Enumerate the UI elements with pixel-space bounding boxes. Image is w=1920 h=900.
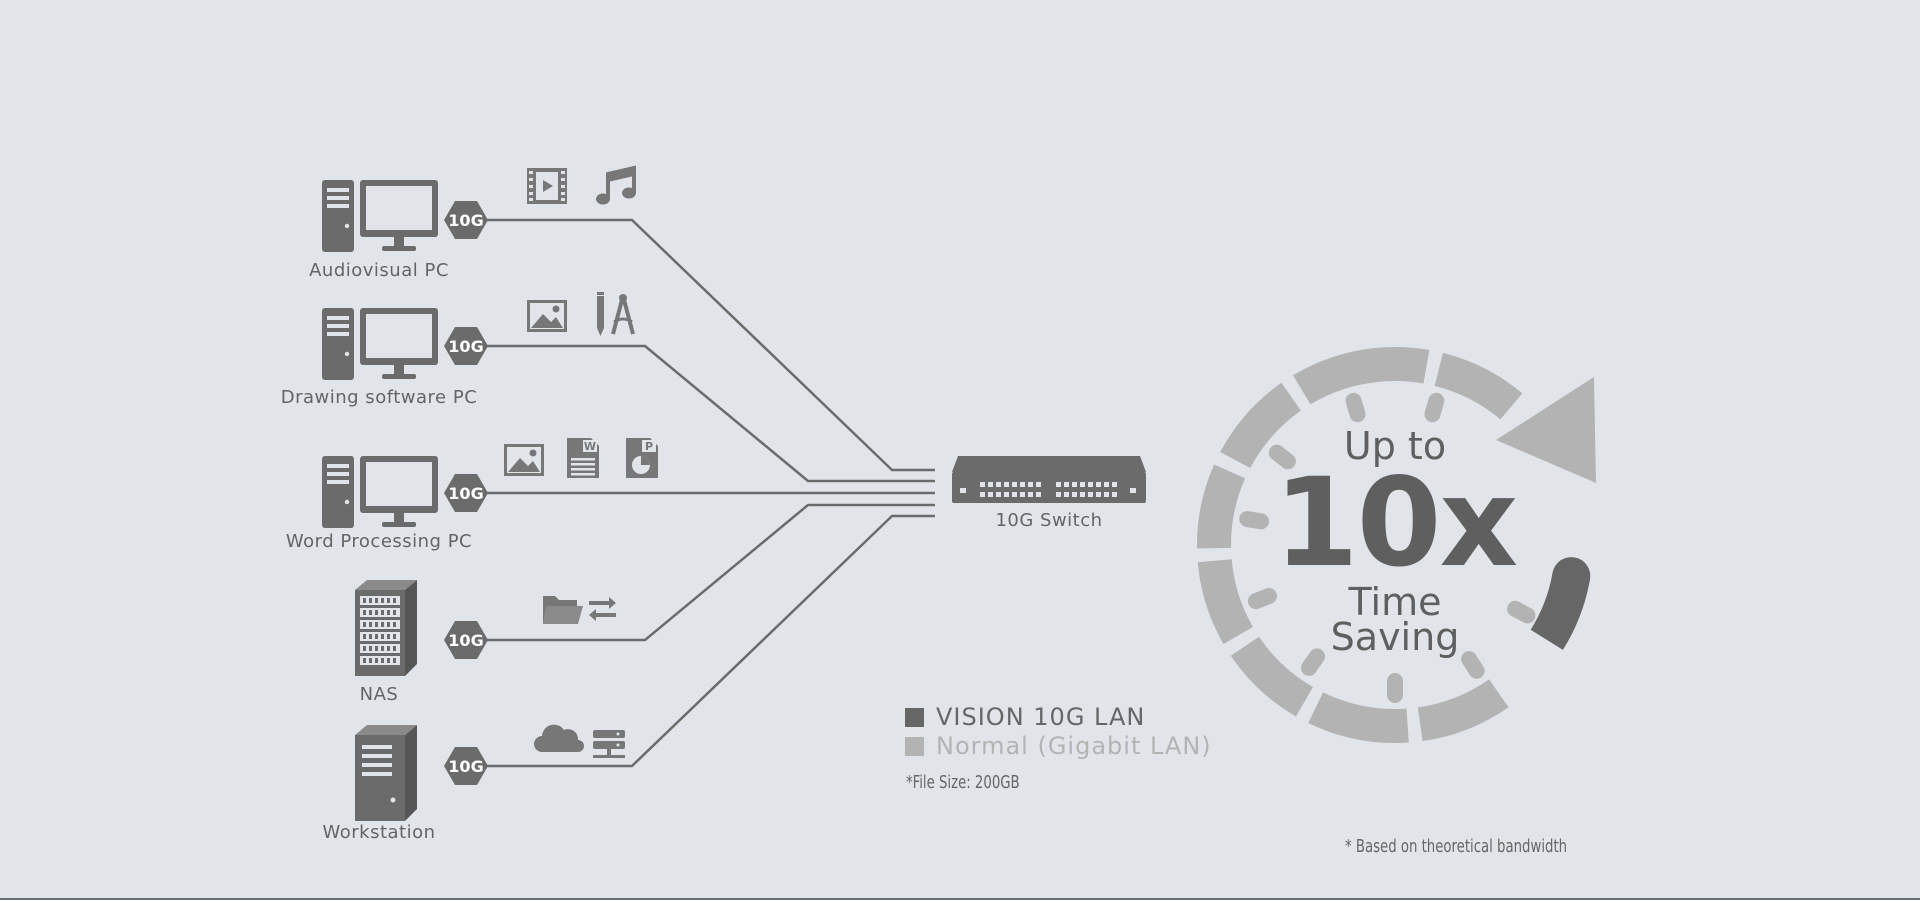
nas-server-icon	[355, 580, 417, 676]
gauge-tick	[1239, 510, 1270, 530]
gauge-tick	[1424, 392, 1445, 423]
word-processing-pc-icon	[322, 456, 438, 528]
gauge-tick	[1461, 651, 1485, 679]
legend-label: Normal (Gigabit LAN)	[936, 732, 1212, 760]
film-icon	[527, 168, 567, 204]
image-icon	[504, 444, 544, 476]
legend-label: VISION 10G LAN	[936, 703, 1146, 731]
badge-nas: 10G	[444, 621, 488, 659]
badge-drawing: 10G	[444, 327, 488, 365]
gauge-segment-light	[1308, 692, 1409, 743]
audiovisual-pc-icon	[322, 180, 438, 252]
badge-workstation: 10G	[444, 747, 488, 785]
gauge-segment-light	[1417, 679, 1509, 742]
device-label-nas: NAS	[359, 684, 399, 705]
workstation-tower-icon	[355, 725, 417, 821]
gauge-segment-light	[1293, 348, 1378, 405]
gauge-segment-light	[1197, 464, 1246, 549]
drawing-tools-icon	[595, 290, 635, 338]
device-label-workstation: Workstation	[322, 822, 436, 843]
badge-word: 10G	[444, 474, 488, 512]
gauge-segment-light	[1197, 559, 1253, 644]
word-document-icon	[567, 438, 599, 478]
cloud-icon	[534, 724, 584, 752]
badge-label: 10G	[448, 211, 483, 230]
gauge-segment-light	[1434, 352, 1523, 420]
switch-label: 10G Switch	[995, 510, 1103, 531]
cable-drawing	[485, 344, 935, 483]
device-label-audiovisual-pc: Audiovisual PC	[309, 260, 449, 281]
legend-swatch-light	[905, 736, 924, 756]
gauge-tick	[1268, 444, 1296, 470]
cable-nas	[485, 503, 935, 642]
file-size-note: *File Size: 200GB	[906, 772, 1020, 793]
image-icon	[527, 300, 567, 332]
cable-workstation	[485, 514, 935, 768]
folder-transfer-icon	[543, 596, 616, 624]
cable-audiovisual	[485, 218, 935, 472]
badge-audiovisual: 10G	[444, 201, 488, 239]
gauge-arrow-head	[1496, 377, 1596, 483]
gauge-segment-light	[1230, 636, 1313, 717]
legend-item-normal-gigabit: Normal (Gigabit LAN)	[905, 732, 1212, 760]
server-stack-icon	[593, 730, 625, 758]
badge-label: 10G	[448, 631, 483, 650]
badge-label: 10G	[448, 757, 483, 776]
gauge-text-saving: Saving	[1330, 615, 1460, 659]
switch-icon	[952, 456, 1146, 503]
gauge-tick	[1300, 648, 1325, 676]
drawing-pc-icon	[322, 308, 438, 380]
bottom-border	[0, 898, 1920, 900]
legend-swatch-dark	[905, 707, 924, 727]
gauge-text-time: Time	[1348, 580, 1442, 624]
device-label-drawing-software-pc: Drawing software PC	[280, 387, 478, 408]
gauge-tick	[1345, 392, 1366, 423]
badge-label: 10G	[448, 337, 483, 356]
gauge-tick	[1507, 600, 1536, 624]
gauge-tick	[1247, 587, 1277, 610]
device-label-word-processing-pc: Word Processing PC	[285, 531, 473, 552]
music-note-icon	[594, 166, 638, 207]
gauge-segment-light	[1220, 382, 1301, 469]
badge-label: 10G	[448, 484, 483, 503]
gauge-tick	[1387, 673, 1403, 703]
gauge-text-up-to: Up to	[1343, 424, 1447, 468]
bandwidth-footnote: * Based on theoretical bandwidth	[1345, 836, 1568, 857]
presentation-document-icon	[626, 438, 658, 478]
gauge-text-10x: 10x	[1273, 452, 1518, 594]
gauge-segment-dark-cap	[1552, 557, 1591, 596]
cables	[485, 218, 935, 768]
legend-item-vision-10g: VISION 10G LAN	[905, 703, 1145, 731]
time-saving-gauge	[1197, 347, 1596, 743]
